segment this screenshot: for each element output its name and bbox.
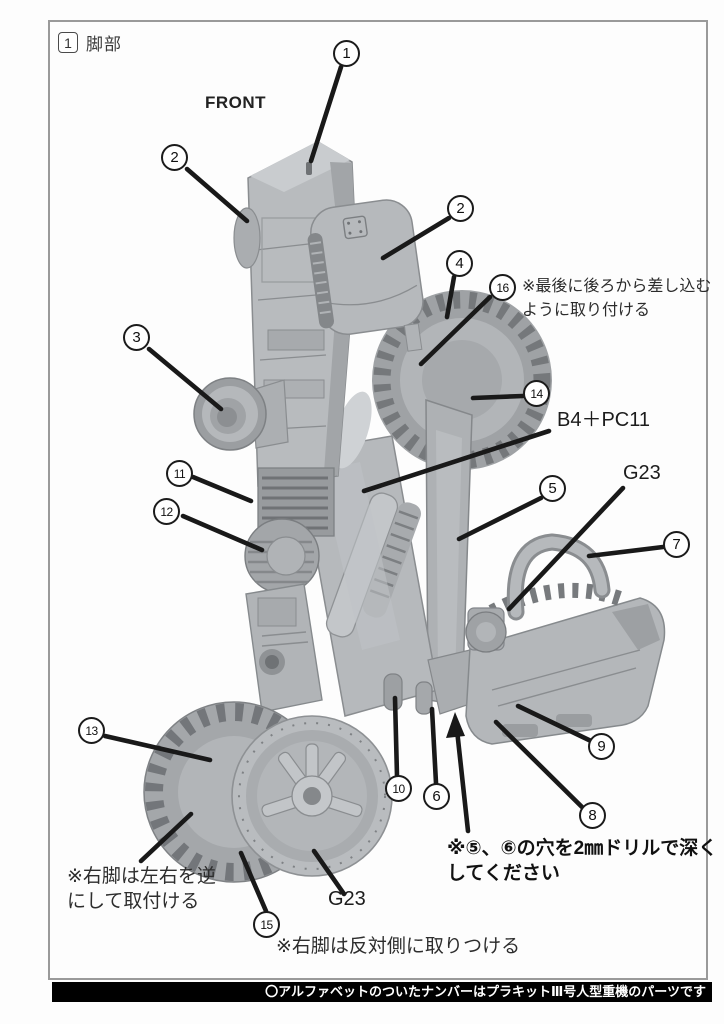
callout-9: 9 [588,733,615,760]
foot-unit [465,533,666,745]
note-insert-from-rear-text: ※最後に後ろから差し込むように取り付ける [522,278,712,319]
part-label-g23-bottom: G23 [328,888,366,910]
step-frame-border [48,20,708,980]
knee-drum [244,518,320,594]
note-left-leg: ※右脚は左右を逆にして取付ける [67,866,216,913]
callout-2-left: 2 [161,144,188,171]
step-title: 脚部 [86,35,122,54]
side-pod [307,199,424,352]
callout-8: 8 [579,802,606,829]
callout-5: 5 [539,475,566,502]
callout-10: 10 [385,775,412,802]
callout-2-right: 2 [447,195,474,222]
callout-15: 15 [253,911,280,938]
callout-14: 14 [523,380,550,407]
callout-4: 4 [446,250,473,277]
callout-6: 6 [423,783,450,810]
callout-7: 7 [663,531,690,558]
note-drill: ※⑤、⑥の穴を2㎜ドリルで深くしてください [447,838,718,885]
part-label-b4-pc11: B4＋PC11 [557,409,651,431]
callout-13: 13 [78,717,105,744]
rear-strut [425,398,473,706]
front-direction-label: FRONT [205,93,267,112]
hip-joint [193,377,289,451]
step-number-box: 1 [58,32,78,53]
callout-11: 11 [166,460,193,487]
leader-lines [102,64,666,914]
note-right-leg: ※右脚は反対側に取りつける [276,936,521,957]
pointer-arrow [446,712,471,834]
callout-1: 1 [333,40,360,67]
step-header: 1 脚部 [58,30,122,55]
note-insert-from-rear: 16 ※最後に後ろから差し込むように取り付ける [489,272,714,320]
callout-16: 16 [489,274,516,301]
callout-12: 12 [153,498,180,525]
part-label-g23-right: G23 [623,462,661,484]
front-wheel-hub [231,715,393,877]
footer-parts-note: 〇アルファベットのついたナンバーはプラキットⅢ号人型重機のパーツです [52,982,712,1002]
callout-3: 3 [123,324,150,351]
lower-left-limb [245,583,323,713]
